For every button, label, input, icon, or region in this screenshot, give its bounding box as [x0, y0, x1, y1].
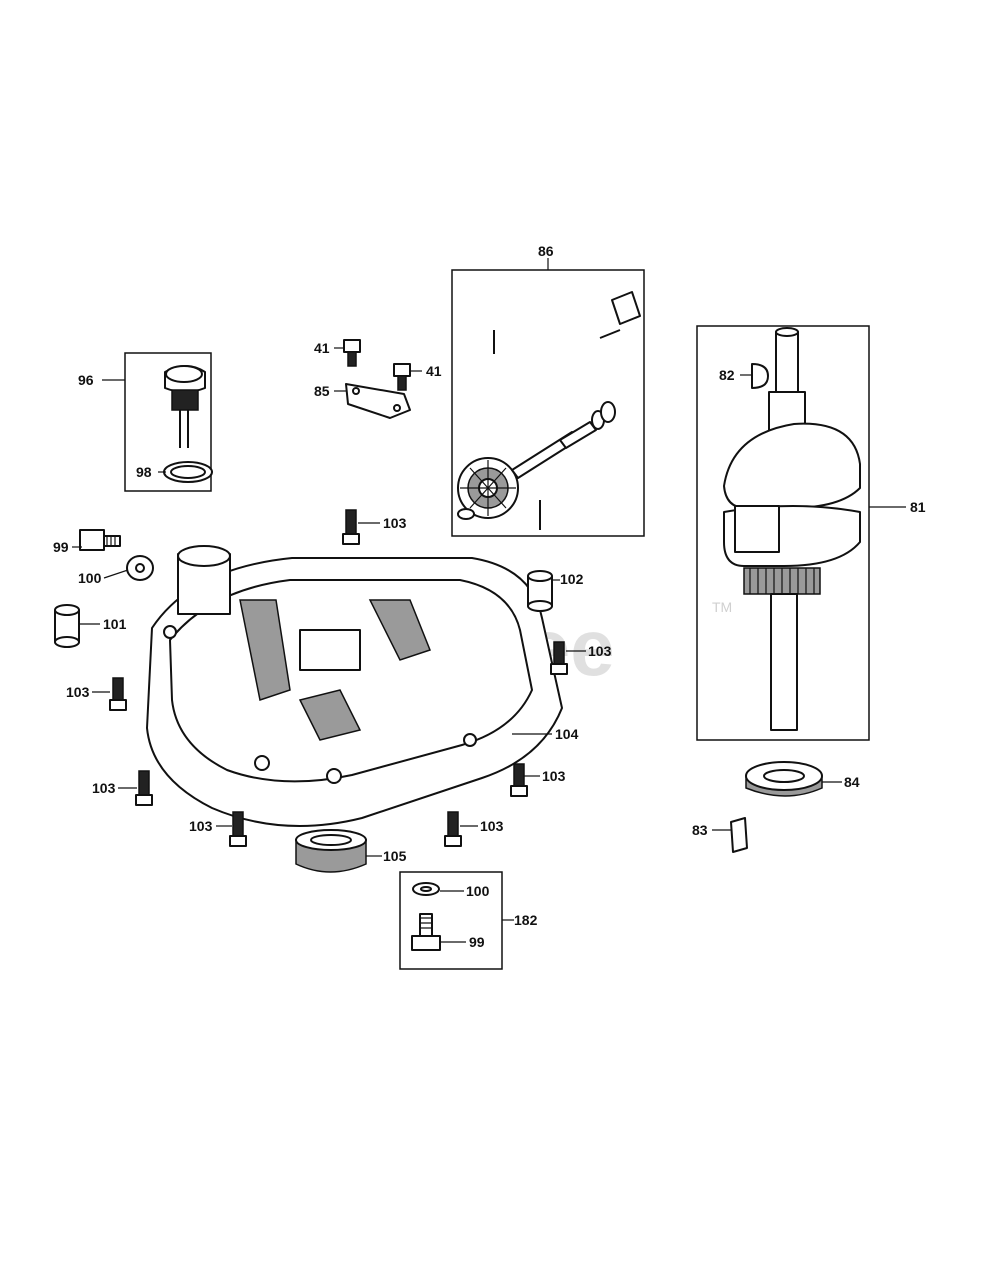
group-box-96 [124, 352, 212, 492]
bolt-103-left[interactable] [109, 677, 127, 711]
callout-86[interactable]: 86 [538, 243, 554, 259]
callout-98[interactable]: 98 [136, 464, 152, 480]
bolt-41a[interactable] [343, 339, 361, 367]
callout-103e[interactable]: 103 [542, 768, 566, 784]
callout-99b[interactable]: 99 [469, 934, 485, 950]
dipstick-part[interactable] [164, 365, 206, 448]
bolt-103-top[interactable] [342, 509, 360, 545]
bolt-103-lower-left[interactable] [135, 770, 153, 806]
callout-41a[interactable]: 41 [314, 340, 330, 356]
callout-99a[interactable]: 99 [53, 539, 69, 555]
callout-104[interactable]: 104 [555, 726, 579, 742]
callout-83[interactable]: 83 [692, 822, 708, 838]
bolt-103-bottom-right[interactable] [444, 811, 462, 847]
oil-seal-84[interactable] [745, 761, 823, 797]
callout-103a[interactable]: 103 [383, 515, 407, 531]
crankcase-cover-104[interactable] [146, 545, 563, 827]
callout-84[interactable]: 84 [844, 774, 860, 790]
callout-102[interactable]: 102 [560, 571, 584, 587]
bolt-41b[interactable] [393, 363, 411, 391]
bolt-103-lower-right[interactable] [510, 763, 528, 797]
crankshaft-81[interactable] [723, 327, 861, 731]
callout-103d[interactable]: 103 [92, 780, 116, 796]
callout-101[interactable]: 101 [103, 616, 127, 632]
callout-103g[interactable]: 103 [480, 818, 504, 834]
callout-105[interactable]: 105 [383, 848, 407, 864]
group-box-81 [696, 325, 870, 741]
key-82[interactable] [751, 363, 769, 389]
bolt-103-right[interactable] [550, 641, 568, 675]
washer-100-left[interactable] [126, 555, 154, 581]
bracket-85[interactable] [345, 383, 411, 419]
callout-182[interactable]: 182 [514, 912, 538, 928]
o-ring-98[interactable] [163, 461, 213, 483]
callout-85[interactable]: 85 [314, 383, 330, 399]
key-83[interactable] [730, 817, 748, 853]
governor-assembly[interactable] [457, 291, 641, 530]
callout-100a[interactable]: 100 [78, 570, 102, 586]
callout-103f[interactable]: 103 [189, 818, 213, 834]
bolt-99-left[interactable] [79, 529, 121, 551]
bolt-103-bottom-left[interactable] [229, 811, 247, 847]
callout-41b[interactable]: 41 [426, 363, 442, 379]
oil-seal-105[interactable] [295, 829, 367, 873]
callout-103b[interactable]: 103 [588, 643, 612, 659]
callout-96[interactable]: 96 [78, 372, 94, 388]
watermark-tm: TM [712, 599, 732, 615]
bushing-102[interactable] [527, 570, 553, 612]
bolt-99-kit[interactable] [411, 913, 441, 951]
washer-100-kit[interactable] [412, 882, 440, 896]
callout-82[interactable]: 82 [719, 367, 735, 383]
callout-100b[interactable]: 100 [466, 883, 490, 899]
callout-103c[interactable]: 103 [66, 684, 90, 700]
callout-81[interactable]: 81 [910, 499, 926, 515]
bushing-101[interactable] [54, 604, 80, 648]
